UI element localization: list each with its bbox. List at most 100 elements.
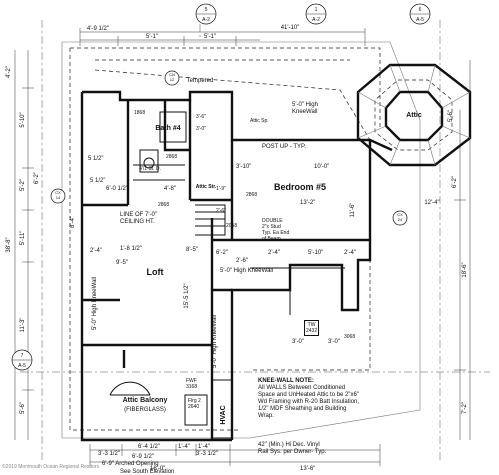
dim-left-5-11: 5'-11" bbox=[20, 231, 26, 246]
room-balcony-sub: (FIBERGLASS) bbox=[124, 407, 166, 413]
room-bath: Bath #4 bbox=[155, 125, 180, 132]
dim-b3-0b: 3'-0" bbox=[328, 339, 340, 345]
room-bedroom: Bedroom #5 bbox=[274, 182, 326, 192]
label-ceiling-line: LINE OF 7'-0" CEILING HT. bbox=[120, 212, 157, 225]
grid-bubble-top-right-sheet: A-5 bbox=[416, 17, 424, 23]
grid-bubble-top-mid: 1 A-2 bbox=[305, 3, 327, 25]
dim-b5-10: 5'-10" bbox=[308, 250, 323, 256]
dim-l6-0-1-2: 6'-0 1/2" bbox=[106, 186, 128, 192]
room-loft: Loft bbox=[147, 267, 164, 277]
grid-bubble-top-right-num: 6 bbox=[419, 7, 422, 13]
dim-right-18-6: 18'-6" bbox=[462, 262, 468, 277]
grid-bubble-left: 7 A-5 bbox=[11, 349, 33, 371]
dim-left-8-4: 8'-4" bbox=[70, 216, 76, 228]
room-hvac: HVAC bbox=[220, 405, 227, 424]
label-see-south: See South Elevation bbox=[120, 469, 174, 475]
grid-bubble-left-sheet: A-5 bbox=[18, 363, 26, 369]
dim-left-5-2: 5'-2" bbox=[20, 179, 26, 191]
dim-bottom-1: 3'-3 1/2" bbox=[98, 451, 120, 457]
dim-d1-9: 1'-9" bbox=[216, 186, 226, 192]
label-kneewall-left: 5'-0" High KneeWall bbox=[92, 277, 98, 330]
grid-bubble-left-num: 7 bbox=[21, 353, 24, 359]
dim-b10-0: 10'-0" bbox=[314, 164, 329, 170]
dim-b6-2: 6'-2" bbox=[216, 250, 228, 256]
dim-left-11-3: 11'-3" bbox=[20, 318, 26, 333]
dim-d2-6: 2'-6" bbox=[216, 208, 226, 214]
door-2058: 2058 bbox=[226, 223, 237, 229]
attic-octagon bbox=[356, 63, 472, 167]
dim-l4-8: 4'-8" bbox=[164, 186, 176, 192]
dim-left-6-2: 6'-2" bbox=[34, 172, 40, 184]
grid-bubble-top-left-sheet: A-2 bbox=[202, 17, 210, 23]
dim-b3-10: 3'-10" bbox=[236, 164, 251, 170]
label-attic-sp: Attic Sp. bbox=[250, 118, 269, 124]
roof-outline bbox=[61, 41, 421, 439]
dim-bottom-3: 1'-4" bbox=[178, 444, 190, 450]
dim-left-4-2: 4'-2" bbox=[6, 66, 12, 78]
dim-l1-8-5: 1'-8 1/2" bbox=[120, 246, 142, 252]
grid-bubble-top-left: 5 A-2 bbox=[195, 3, 217, 25]
dim-b3-0: 3'-0" bbox=[292, 339, 304, 345]
callout-cx24: CX 24 bbox=[397, 212, 403, 222]
watermark: ©2019 Monmouth Ocean Regional Realtors bbox=[2, 464, 100, 470]
room-balcony: Attic Balcony bbox=[123, 397, 168, 404]
grid-bubble-top-right: 6 A-5 bbox=[409, 3, 431, 25]
dim-bottom-13-6: 13'-6" bbox=[300, 466, 315, 472]
interior-walls bbox=[82, 100, 370, 439]
note-rail: 42" (Min.) Hi Dec. Vinyl Rail Sys. per O… bbox=[258, 442, 327, 455]
grid-bubble-top-mid-sheet: A-2 bbox=[312, 17, 320, 23]
callout-cn12: CN 12 bbox=[169, 72, 175, 82]
dim-right-12-4: 12'-4" bbox=[424, 200, 439, 206]
dimension-lines bbox=[14, 28, 471, 466]
label-arched: 6'-9" Arched Opening bbox=[102, 461, 159, 467]
dim-left-5-10: 5'-10" bbox=[20, 112, 26, 127]
door-3068: 3068 bbox=[344, 334, 356, 340]
dim-bottom-6: 1'-4" bbox=[198, 444, 210, 450]
dim-top-3: 5'-1" bbox=[204, 34, 216, 40]
door-2868b: 2868 bbox=[246, 192, 257, 198]
label-double-stud: DOUBLE 2"x Stud Typ. Ea End of Beam bbox=[262, 218, 290, 242]
dim-d3-0: 3'-0" bbox=[196, 126, 206, 132]
dim-l5-1-2: 5 1/2" bbox=[88, 156, 103, 162]
dim-l15-5: 15'-5 1/2" bbox=[184, 283, 190, 308]
dim-b2-4b: 2'-4" bbox=[344, 250, 356, 256]
room-ltr: 4'/1 St. D. bbox=[139, 166, 161, 172]
dim-b2-6: 2'-6" bbox=[236, 258, 248, 264]
note-kneewall: KNEE-WALL NOTE: All WALLS Between Condit… bbox=[258, 378, 428, 420]
label-kneewall-right: 5'-0" High KneeWall bbox=[212, 315, 218, 368]
grid-bubble-top-mid-num: 1 bbox=[315, 7, 318, 13]
dim-top-2: 5'-1" bbox=[146, 34, 158, 40]
dim-l5-1-2b: 5 1/2" bbox=[90, 178, 105, 184]
dim-d3-6: 3'-6" bbox=[196, 114, 206, 120]
dim-right-6-2: 6'-2" bbox=[452, 176, 458, 188]
label-tempered: Tempered bbox=[187, 78, 214, 84]
label-post-up: POST UP - TYP. bbox=[262, 144, 306, 150]
dim-top-overall: 41'-10" bbox=[281, 25, 300, 31]
dim-b2-4: 2'-4" bbox=[268, 250, 280, 256]
dim-l8-5: 8'-5" bbox=[186, 247, 198, 253]
door-2868c: 2868 bbox=[158, 202, 169, 208]
dim-top-1: 4'-9 1/2" bbox=[87, 26, 109, 32]
dim-bottom-4: 3'-3 1/2" bbox=[196, 451, 218, 457]
dim-l9-5: 9'-5" bbox=[116, 260, 128, 266]
note-kneewall-body: All WALLS Between Conditioned Space and … bbox=[258, 385, 360, 419]
dim-right-7-2: 7'-2" bbox=[462, 402, 468, 414]
grid-bubble-top-left-num: 5 bbox=[205, 7, 208, 13]
door-1868: 1868 bbox=[134, 110, 146, 116]
room-attic-top: Attic bbox=[406, 112, 422, 119]
dim-bottom-5: 6'-9 1/2" bbox=[132, 454, 154, 460]
label-flrg: Flrg 2 2640 bbox=[188, 398, 201, 410]
dim-l2-4: 2'-4" bbox=[90, 248, 102, 254]
callout-cx14: CX 14 bbox=[55, 190, 61, 200]
dim-left-5-6: 5'-6" bbox=[20, 402, 26, 414]
dim-right-5-6: 5'-6" bbox=[448, 110, 454, 122]
callout-circles bbox=[50, 70, 408, 226]
dim-bottom-16-0: 16'-0" bbox=[150, 466, 165, 472]
note-kneewall-title: KNEE-WALL NOTE: bbox=[258, 378, 314, 384]
label-fwf: FWF 3168 bbox=[186, 378, 198, 390]
dim-left-38-8: 38'-8" bbox=[6, 237, 12, 252]
dim-bottom-2: 6'-4 1/2" bbox=[138, 444, 160, 450]
label-kneewall-mid: 5'-0" High KneeWall bbox=[220, 268, 273, 274]
